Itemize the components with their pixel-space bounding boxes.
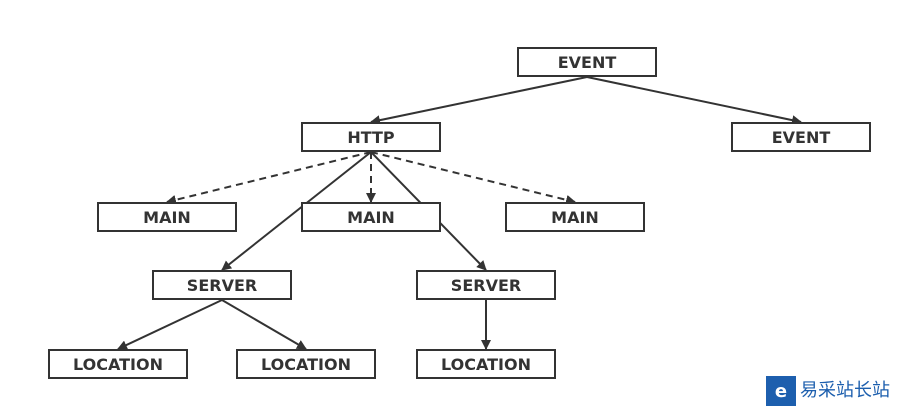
node-location-3: LOCATION	[416, 349, 556, 379]
node-location-2: LOCATION	[236, 349, 376, 379]
node-main-left: MAIN	[97, 202, 237, 232]
e-logo-icon: e	[766, 376, 796, 406]
node-location-1: LOCATION	[48, 349, 188, 379]
watermark-logo: e 易采站长站	[766, 374, 900, 408]
edge-event_root-to-http	[370, 76, 588, 126]
node-event-child: EVENT	[731, 122, 871, 152]
node-server-left: SERVER	[152, 270, 292, 300]
edge-http-to-server_left	[221, 151, 372, 271]
node-event-root: EVENT	[517, 47, 657, 77]
edge-http-to-main_right	[370, 151, 576, 205]
edge-event_root-to-event_child	[586, 76, 802, 126]
watermark-text: 易采站长站	[800, 380, 890, 401]
node-http: HTTP	[301, 122, 441, 152]
edge-server_left-to-location_2	[221, 299, 307, 350]
node-server-right: SERVER	[416, 270, 556, 300]
node-main-center: MAIN	[301, 202, 441, 232]
node-main-right: MAIN	[505, 202, 645, 232]
edge-server_left-to-location_1	[117, 299, 223, 350]
